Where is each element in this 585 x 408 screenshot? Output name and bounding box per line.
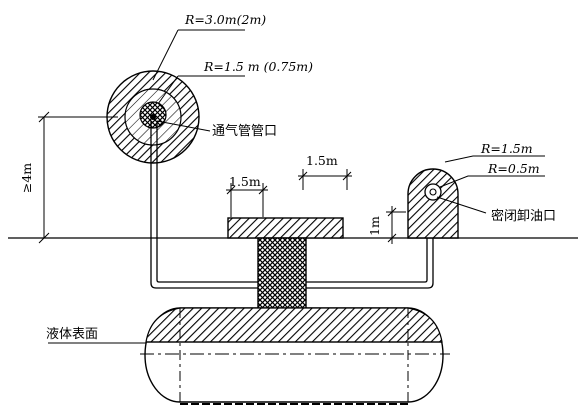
- leader-unload-port: [436, 196, 487, 214]
- unload-hazard-zone: [407, 168, 459, 239]
- unload-port-label: 密闭卸油口: [491, 208, 556, 224]
- dim-15-right-label: 1.5m: [306, 153, 338, 168]
- storage-tank: [140, 307, 450, 405]
- r-vent-inner-label: R=1.5 m (0.75m): [203, 59, 313, 74]
- vent-pipe-inner: [156, 121, 258, 283]
- manhole-cover-zone: [227, 217, 344, 239]
- unload-port-point: [429, 188, 437, 196]
- r-vent-outer-label: R=3.0m(2m): [184, 12, 266, 27]
- vent-pipe: [150, 121, 258, 289]
- manhole-shaft: [257, 237, 307, 311]
- unload-pipe-inner: [306, 195, 428, 283]
- dim-1m-label: 1m: [367, 216, 382, 236]
- leader-r-unload-outer: [444, 155, 545, 163]
- dim-1-5m-right: 1.5m: [298, 153, 352, 190]
- r-unload-inner-label: R=0.5m: [487, 161, 540, 176]
- height-dimension: ≥4m: [19, 111, 118, 244]
- vent-outlet-label: 通气管管口: [212, 123, 277, 139]
- leader-r-unload-inner: [439, 175, 545, 188]
- dim-15-left-label: 1.5m: [229, 174, 261, 189]
- r-unload-outer-label: R=1.5m: [480, 141, 533, 156]
- vent-hazard-zone: [106, 70, 200, 164]
- vent-outlet-point: [150, 114, 156, 120]
- dim-1-5m-left: 1.5m: [226, 174, 268, 217]
- liquid-surface-label: 液体表面: [46, 327, 98, 342]
- tank-vapor-zone: [145, 307, 443, 343]
- unload-pipe: [306, 195, 434, 289]
- dim-1m: 1m: [367, 206, 406, 244]
- height-4m-label: ≥4m: [19, 163, 34, 193]
- leader-vent-outlet: [156, 120, 211, 132]
